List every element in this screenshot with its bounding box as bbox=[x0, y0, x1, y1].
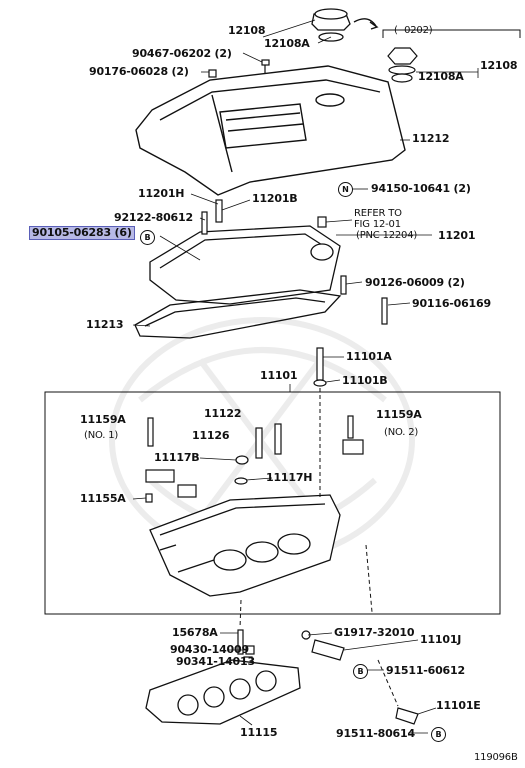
date-range-note: ( -0202) bbox=[394, 25, 433, 36]
symbol-n-94150: N bbox=[338, 182, 353, 197]
part-label-90176[interactable]: 90176-06028 (2) bbox=[89, 65, 189, 78]
part-label-11213[interactable]: 11213 bbox=[86, 318, 124, 331]
part-label-11101B[interactable]: 11101B bbox=[342, 374, 388, 387]
symbol-b-91511-60612: B bbox=[353, 664, 368, 679]
part-label-11117B[interactable]: 11117B bbox=[154, 451, 200, 464]
part-label-11126[interactable]: 11126 bbox=[192, 429, 230, 442]
part-label-91511-60612[interactable]: 91511-60612 bbox=[386, 664, 465, 677]
part-label-12108A-top[interactable]: 12108A bbox=[264, 37, 310, 50]
note-no1: (NO. 1) bbox=[84, 430, 119, 441]
refer-note-line3: (PNC 12204) bbox=[356, 230, 418, 241]
part-label-92122[interactable]: 92122-80612 bbox=[114, 211, 193, 224]
oil-filler-cap bbox=[311, 8, 351, 42]
head-cover bbox=[135, 65, 406, 196]
part-label-11212[interactable]: 11212 bbox=[412, 132, 450, 145]
part-label-11201B[interactable]: 11201B bbox=[252, 192, 298, 205]
part-label-11201H[interactable]: 11201H bbox=[138, 187, 185, 200]
part-label-11101[interactable]: 11101 bbox=[260, 369, 298, 382]
symbol-b-90105: B bbox=[140, 230, 155, 245]
part-label-90467[interactable]: 90467-06202 (2) bbox=[132, 47, 232, 60]
part-label-11155A[interactable]: 11155A bbox=[80, 492, 126, 505]
part-label-91511-80614[interactable]: 91511-80614 bbox=[336, 727, 415, 740]
part-label-90341[interactable]: 90341-14013 bbox=[176, 655, 255, 668]
symbol-b-91511-80614: B bbox=[431, 727, 446, 742]
part-label-11101A[interactable]: 11101A bbox=[346, 350, 392, 363]
part-label-94150[interactable]: 94150-10641 (2) bbox=[371, 182, 471, 195]
part-label-11159A-right[interactable]: 11159A bbox=[376, 408, 422, 421]
assembly-frame bbox=[44, 391, 501, 615]
part-label-11159A-left[interactable]: 11159A bbox=[80, 413, 126, 426]
cover-gasket bbox=[134, 225, 342, 339]
part-label-12108[interactable]: 12108 bbox=[228, 24, 266, 37]
part-label-11122[interactable]: 11122 bbox=[204, 407, 242, 420]
part-label-15678A[interactable]: 15678A bbox=[172, 626, 218, 639]
part-label-90126[interactable]: 90126-06009 (2) bbox=[365, 276, 465, 289]
part-label-90105-highlighted[interactable]: 90105-06283 (6) bbox=[29, 226, 135, 240]
part-label-11201[interactable]: 11201 bbox=[438, 229, 476, 242]
part-label-11101J[interactable]: 11101J bbox=[420, 633, 462, 646]
figure-id: 119096B bbox=[474, 752, 518, 763]
note-no2: (NO. 2) bbox=[384, 427, 419, 438]
head-gasket bbox=[145, 659, 301, 725]
part-label-11117H[interactable]: 11117H bbox=[266, 471, 313, 484]
part-label-12108A-right[interactable]: 12108A bbox=[418, 70, 464, 83]
alt-filler-cap bbox=[387, 47, 418, 83]
part-label-90116[interactable]: 90116-06169 bbox=[412, 297, 491, 310]
cylinder-head bbox=[149, 494, 341, 597]
part-label-11115[interactable]: 11115 bbox=[240, 726, 278, 739]
refer-note-line1: REFER TO bbox=[354, 208, 402, 219]
part-label-G1917[interactable]: G1917-32010 bbox=[334, 626, 415, 639]
part-label-11101E[interactable]: 11101E bbox=[436, 699, 481, 712]
refer-note-line2[interactable]: FIG 12-01 bbox=[354, 219, 401, 230]
part-label-12108-right[interactable]: 12108 bbox=[480, 59, 518, 72]
part-label-90430[interactable]: 90430-14009 bbox=[170, 643, 249, 656]
